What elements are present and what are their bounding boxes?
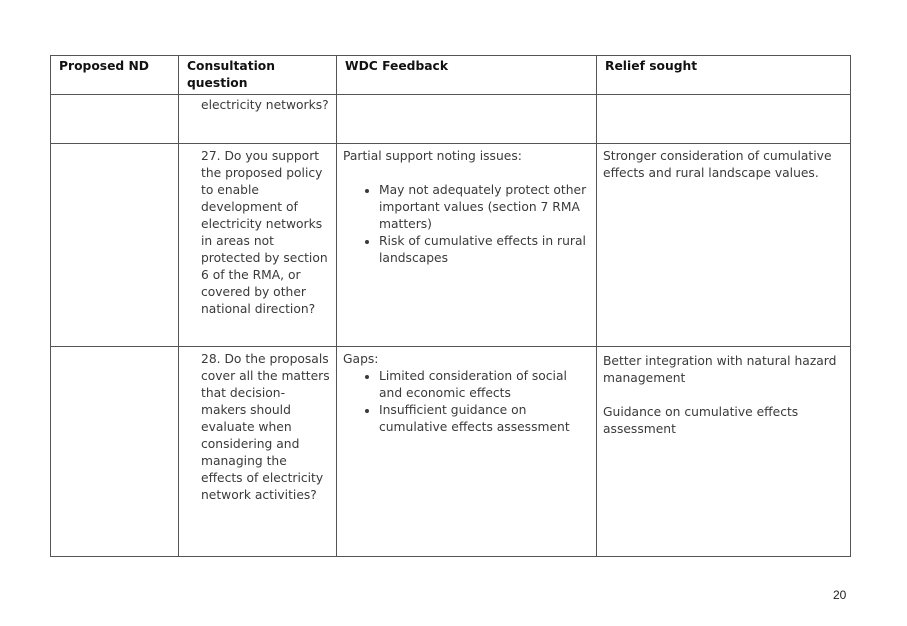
relief-cell: Stronger consideration of cumulative eff… xyxy=(596,143,851,347)
relief-cell: Better integration with natural hazard m… xyxy=(596,346,851,557)
feedback-cell: Partial support noting issues: May not a… xyxy=(336,143,597,347)
header-proposed-nd: Proposed ND xyxy=(50,55,179,95)
proposed-nd-cell xyxy=(50,346,179,557)
feedback-bullet: May not adequately protect other importa… xyxy=(379,182,590,233)
feedback-intro: Partial support noting issues: xyxy=(343,149,522,163)
relief-text: Stronger consideration of cumulative eff… xyxy=(603,149,832,180)
table-row: electricity networks? xyxy=(50,94,851,144)
table-row: 28. Do the proposals cover all the matte… xyxy=(50,346,851,557)
relief-text: Better integration with natural hazard m… xyxy=(603,354,837,385)
header-row: Proposed ND Consultation question WDC Fe… xyxy=(50,55,851,95)
feedback-intro: Gaps: xyxy=(343,352,379,366)
relief-text: Guidance on cumulative effects assessmen… xyxy=(603,405,799,436)
feedback-cell: Gaps: Limited consideration of social an… xyxy=(336,346,597,557)
consultation-table: Proposed ND Consultation question WDC Fe… xyxy=(50,55,851,557)
relief-cell xyxy=(596,94,851,144)
feedback-bullet: Risk of cumulative effects in rural land… xyxy=(379,233,590,267)
question-cell: 28. Do the proposals cover all the matte… xyxy=(178,346,337,557)
header-consultation-question: Consultation question xyxy=(178,55,337,95)
feedback-cell xyxy=(336,94,597,144)
proposed-nd-cell xyxy=(50,94,179,144)
table-row: 27. Do you support the proposed policy t… xyxy=(50,143,851,347)
header-relief-sought: Relief sought xyxy=(596,55,851,95)
proposed-nd-cell xyxy=(50,143,179,347)
feedback-bullet: Limited consideration of social and econ… xyxy=(379,368,590,402)
feedback-bullet: Insufficient guidance on cumulative effe… xyxy=(379,402,590,436)
question-cell: electricity networks? xyxy=(178,94,337,144)
page-number: 20 xyxy=(833,588,847,602)
header-wdc-feedback: WDC Feedback xyxy=(336,55,597,95)
question-cell: 27. Do you support the proposed policy t… xyxy=(178,143,337,347)
